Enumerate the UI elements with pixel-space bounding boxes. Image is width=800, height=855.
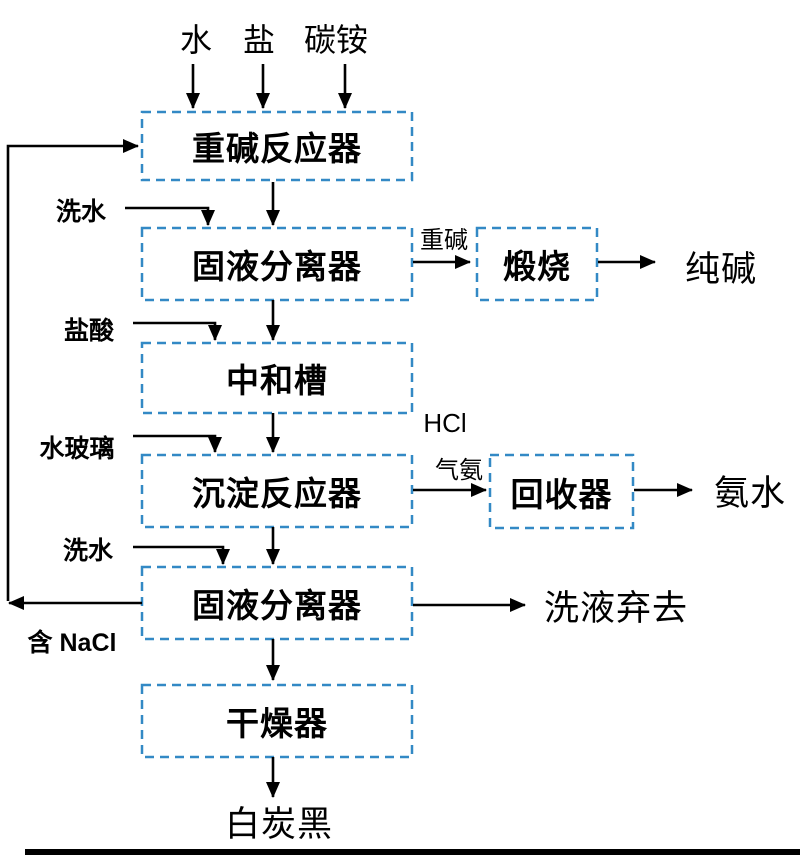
dryer-box-border	[140, 683, 414, 759]
process-box-neutralization-tank: 中和槽	[226, 362, 328, 399]
input-label-hydrochloric-acid: 盐酸	[63, 317, 114, 345]
process-box-solid-liquid-separator-2: 固液分离器	[192, 587, 362, 624]
calciner-box-border	[475, 226, 599, 302]
process-box-solid-liquid-separator-1: 固液分离器	[192, 248, 362, 285]
neutralizer-box-border	[140, 341, 414, 415]
stream-label-contains-nacl: 含 NaCl	[27, 629, 117, 657]
stream-label-ammonia-gas: 气氨	[435, 456, 483, 484]
stream-label-hcl: HCl	[423, 407, 467, 438]
output-label-ammonia-water: 氨水	[713, 473, 786, 513]
bottom-edge-bar	[25, 849, 800, 855]
input-label-water: 水	[179, 22, 212, 58]
process-box-heavy-alkali-reactor: 重碱反应器	[192, 130, 362, 167]
arrow-hydrochloric-acid-to-neutralizer	[133, 321, 222, 341]
output-label-wash-liquid-discard: 洗液弃去	[544, 588, 689, 628]
recovery-box-border	[488, 453, 635, 530]
process-box-dryer: 干燥器	[226, 705, 328, 742]
output-label-white-carbon-black: 白炭黑	[224, 804, 333, 844]
process-box-recovery-unit: 回收器	[510, 475, 613, 513]
precipitator-box-border	[140, 453, 414, 529]
process-box-calciner: 煅烧	[503, 248, 571, 285]
input-label-salt: 盐	[242, 22, 275, 58]
output-label-soda-ash: 纯碱	[684, 249, 757, 289]
arrow-washwater1-to-separator1	[125, 206, 215, 226]
reactor-box-border	[140, 110, 414, 182]
arrow-waterglass-to-precipitator	[133, 434, 222, 453]
stream-label-heavy-alkali: 重碱	[420, 226, 468, 254]
arrow-recycle-to-reactor	[6, 139, 139, 601]
separator1-box-border	[140, 226, 414, 302]
input-label-wash-water-1: 洗水	[55, 198, 106, 226]
process-box-precipitation-reactor: 沉淀反应器	[192, 475, 362, 512]
input-label-water-glass: 水玻璃	[39, 435, 115, 463]
arrow-washwater2-to-separator2	[133, 545, 230, 565]
input-label-ammonium-bicarbonate: 碳铵	[303, 22, 368, 58]
input-label-wash-water-2: 洗水	[62, 537, 113, 565]
